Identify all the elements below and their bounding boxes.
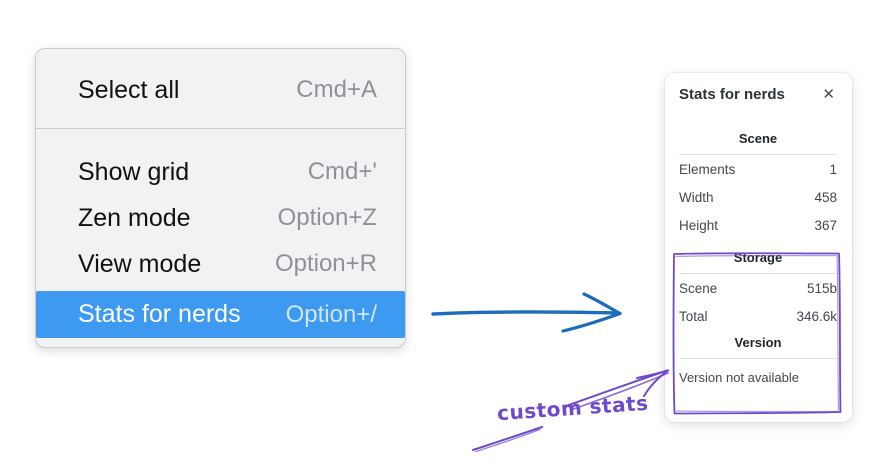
scene-section: Scene Elements 1 Width 458 Height 367: [679, 130, 837, 239]
stat-value: 458: [814, 189, 837, 205]
stat-label: Width: [679, 189, 714, 205]
stat-row-storage-scene: Scene 515b: [679, 274, 837, 302]
stat-row-height: Height 367: [679, 211, 837, 239]
version-section: Version Version not available: [679, 334, 837, 391]
stat-row-elements: Elements 1: [679, 155, 837, 183]
menu-item-label: Show grid: [78, 157, 190, 186]
menu-item-label: Stats for nerds: [78, 300, 241, 328]
blue-arrow: [431, 292, 622, 333]
menu-item-select-all[interactable]: Select all Cmd+A: [36, 65, 405, 115]
menu-item-shortcut: Cmd+A: [296, 76, 377, 103]
menu-item-label: Zen mode: [78, 203, 191, 232]
storage-section: Storage Scene 515b Total 346.6k: [679, 249, 837, 330]
section-divider: [679, 154, 837, 155]
stat-label: Elements: [679, 161, 736, 177]
menu-item-label: Select all: [78, 75, 180, 104]
stat-value: 367: [814, 217, 837, 233]
section-divider: [679, 358, 837, 359]
stats-panel-header: Stats for nerds ✕: [679, 85, 837, 104]
menu-item-shortcut: Cmd+': [307, 158, 377, 185]
stat-value: 1: [829, 161, 837, 177]
menu-item-shortcut: Option+R: [274, 250, 377, 277]
menu-item-zen-mode[interactable]: Zen mode Option+Z: [36, 195, 405, 241]
stat-row-width: Width 458: [679, 183, 837, 211]
stats-panel: Stats for nerds ✕ Scene Elements 1 Width…: [665, 73, 852, 422]
stat-label: Scene: [679, 280, 718, 296]
custom-stats-annotation: custom stats: [496, 390, 650, 426]
panel-title: Stats for nerds: [679, 86, 785, 103]
section-heading-storage: Storage: [733, 250, 783, 265]
stat-row-storage-total: Total 346.6k: [679, 302, 837, 330]
stat-label: Height: [679, 217, 719, 233]
stat-label: Total: [679, 308, 708, 324]
menu-divider: [36, 128, 405, 129]
context-menu: Select all Cmd+A Show grid Cmd+' Zen mod…: [35, 48, 406, 348]
section-heading-scene: Scene: [738, 131, 778, 146]
menu-item-view-mode[interactable]: View mode Option+R: [36, 241, 405, 287]
menu-item-stats-for-nerds[interactable]: Stats for nerds Option+/: [36, 291, 405, 338]
stat-value: 515b: [806, 280, 837, 296]
menu-item-shortcut: Option+/: [285, 300, 377, 328]
menu-item-show-grid[interactable]: Show grid Cmd+': [36, 149, 405, 195]
menu-item-shortcut: Option+Z: [277, 204, 377, 231]
version-note: Version not available: [679, 369, 799, 385]
section-heading-version: Version: [734, 335, 782, 350]
menu-item-label: View mode: [78, 249, 202, 278]
stat-value: 346.6k: [796, 308, 837, 324]
close-icon[interactable]: ✕: [822, 86, 835, 103]
underline-stroke: [472, 426, 543, 453]
purple-arrow: [565, 369, 669, 411]
